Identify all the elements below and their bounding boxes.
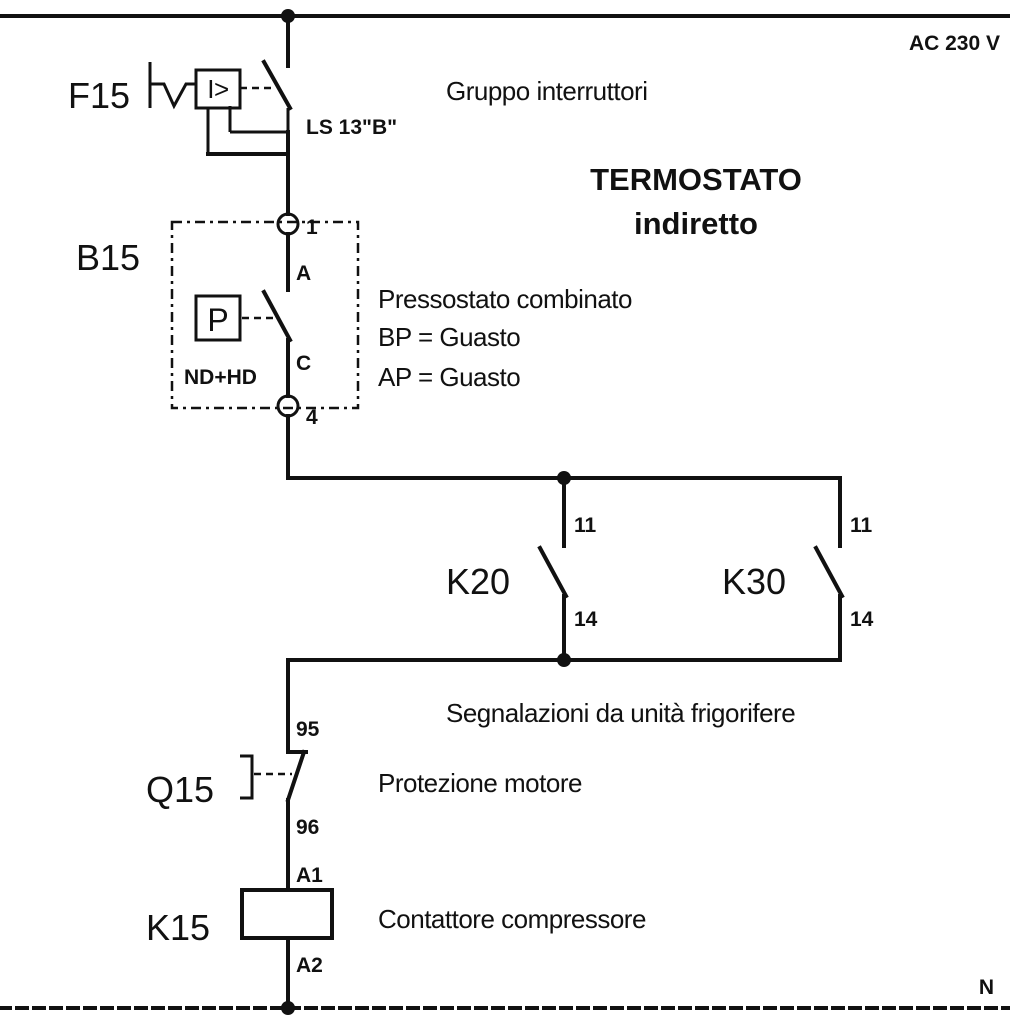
k20-terminal-14-label: 14	[574, 608, 598, 631]
b15-contact	[242, 232, 293, 398]
k20-terminal-11-label: 11	[574, 514, 597, 537]
diagram-title-line2: indiretto	[634, 206, 758, 241]
k15-ref-label: K15	[146, 907, 210, 948]
k15-coil	[240, 888, 334, 940]
b15-enclosure	[170, 220, 360, 410]
f15-type-label: LS 13"B"	[306, 116, 397, 139]
k20-ref-label: K20	[446, 561, 510, 602]
k30-contact	[813, 476, 845, 662]
k15-terminal-a1-label: A1	[296, 864, 323, 887]
b15-ref-label: B15	[76, 237, 140, 278]
b15-terminal-4	[276, 394, 300, 418]
q15-ref-label: Q15	[146, 769, 214, 810]
supply-voltage-label: AC 230 V	[909, 32, 1000, 55]
b15-description-line2: BP = Guasto	[378, 322, 520, 352]
k30-terminal-14-label: 14	[850, 608, 874, 631]
lower-bus-junction	[557, 653, 571, 667]
f15-description: Gruppo interruttori	[446, 76, 647, 106]
b15-terminal-1	[276, 212, 300, 236]
b15-terminal-a-label: A	[296, 262, 311, 285]
signal-description: Segnalazioni da unità frigorifere	[446, 698, 795, 728]
neutral-label: N	[979, 976, 994, 999]
b15-terminal-c-label: C	[296, 352, 311, 375]
neutral-junction	[281, 1001, 295, 1015]
q15-terminal-95-label: 95	[296, 718, 320, 741]
b15-pressure-symbol: P	[207, 302, 228, 338]
f15-breaker: I>	[148, 14, 293, 216]
b15-mode-label: ND+HD	[184, 366, 257, 389]
k15-terminal-a2-label: A2	[296, 954, 323, 977]
k20-contact	[537, 476, 569, 662]
b15-description-line3: AP = Guasto	[378, 362, 520, 392]
q15-contact	[240, 658, 308, 892]
k30-ref-label: K30	[722, 561, 786, 602]
q15-description: Protezione motore	[378, 768, 582, 798]
q15-terminal-96-label: 96	[296, 816, 319, 839]
diagram-title-line1: TERMOSTATO	[590, 162, 802, 197]
f15-ref-label: F15	[68, 75, 130, 116]
b15-terminal-4-label: 4	[306, 406, 318, 429]
b15-description-line1: Pressostato combinato	[378, 284, 632, 314]
f15-trip-symbol: I>	[207, 74, 228, 104]
k15-description: Contattore compressore	[378, 904, 646, 934]
k30-terminal-11-label: 11	[850, 514, 873, 537]
b15-terminal-1-label: 1	[306, 216, 318, 239]
b15-pressure-box	[194, 294, 242, 342]
